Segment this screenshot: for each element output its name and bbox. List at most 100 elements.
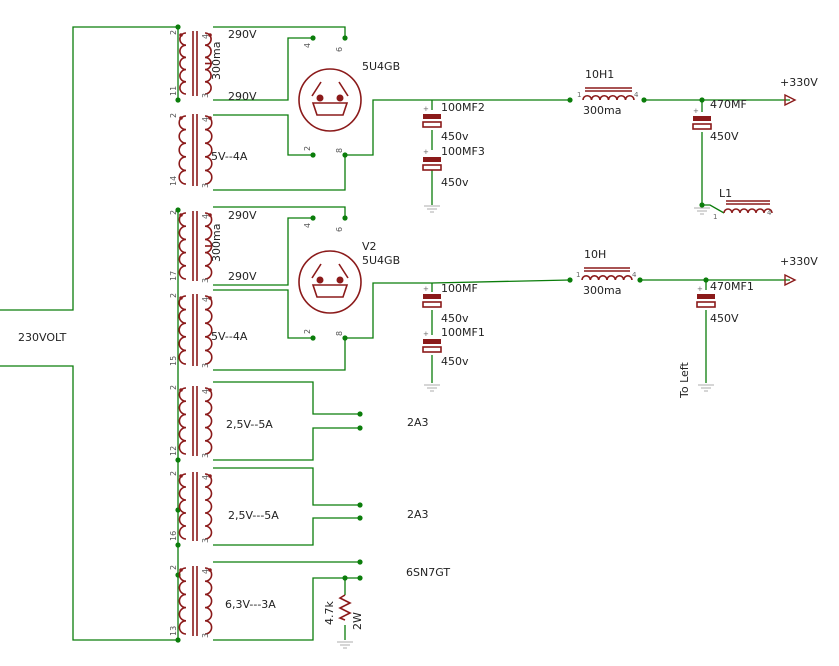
capacitor-value-label: 450v <box>441 130 469 143</box>
junction-dot <box>310 152 316 158</box>
rectifier-tube-2 <box>298 250 362 314</box>
tube-pin-number: 2 <box>303 329 312 334</box>
junction-dot <box>175 637 181 643</box>
wire <box>213 381 360 415</box>
pin-number: 4 <box>201 389 210 394</box>
pin-number: 2 <box>169 565 178 570</box>
wire <box>702 204 725 214</box>
capacitor-name-label: 100MF2 <box>441 101 485 114</box>
capacitor-470mf1: + <box>696 285 716 308</box>
junction-dot <box>342 215 348 221</box>
ground-symbol <box>694 207 710 215</box>
tube-plate <box>311 81 322 97</box>
pin-number: 2 <box>169 385 178 390</box>
transformer-2 <box>178 211 213 281</box>
tube-plate <box>338 81 349 97</box>
capacitor-100mf1: + <box>422 330 442 353</box>
tube-cathode <box>311 102 349 116</box>
tube-cathode <box>311 284 349 298</box>
to-left-label: To Left <box>678 362 691 399</box>
pin-number: 4 <box>201 214 210 219</box>
secondary-voltage-label: 290V <box>228 28 257 41</box>
resistor-value-label: 4.7k <box>323 601 336 625</box>
primary-winding <box>178 115 187 185</box>
polarity-mark: + <box>697 285 703 293</box>
mains-wire-top <box>0 26 178 311</box>
capacitor-plate <box>423 157 441 162</box>
phase-dot <box>179 388 183 392</box>
wire <box>213 427 360 461</box>
secondary-voltage-label: 290V <box>228 270 257 283</box>
polarity-mark: + <box>423 148 429 156</box>
pin-number: 2 <box>169 471 178 476</box>
wire <box>345 99 432 156</box>
choke-pin: 4 <box>767 209 772 217</box>
heater-tube-label: 2A3 <box>407 508 429 521</box>
capacitor-value-label: 450v <box>441 312 469 325</box>
primary-winding <box>178 212 187 280</box>
output-voltage-label: +330V <box>780 255 818 268</box>
wire <box>213 517 360 546</box>
transformer-0 <box>179 31 212 96</box>
capacitor-470mf: + <box>692 107 712 130</box>
choke-10h <box>581 267 633 281</box>
junction-dot <box>357 502 363 508</box>
secondary-voltage-label: 5V--4A <box>211 330 248 343</box>
pin-number: 2 <box>169 293 178 298</box>
pin-number: 14 <box>169 176 178 186</box>
capacitor-value-label: 450V <box>710 130 739 143</box>
junction-dot <box>357 515 363 521</box>
phase-dot <box>179 33 183 37</box>
pin-number: 3 <box>201 278 210 283</box>
junction-dot <box>175 24 181 30</box>
output-arrow-a <box>784 93 797 107</box>
junction-dot <box>342 152 348 158</box>
phase-dot <box>179 213 183 217</box>
wire <box>213 467 360 506</box>
primary-winding <box>178 387 187 455</box>
mains-wire-bottom <box>0 365 178 641</box>
junction-dot <box>357 559 363 565</box>
tube-element <box>316 94 324 102</box>
secondary-winding <box>204 115 213 185</box>
capacitor-value-label: 450V <box>710 312 739 325</box>
primary-winding <box>178 567 187 635</box>
primary-winding <box>178 295 187 365</box>
secondary-voltage-label: 2,5V--5A <box>226 418 273 431</box>
tube-ref-label: V2 <box>362 240 377 253</box>
phase-dot <box>179 116 183 120</box>
wire <box>431 279 571 284</box>
tube-element <box>336 94 344 102</box>
tube-pin-number: 6 <box>335 227 344 232</box>
pin-number: 3 <box>201 183 210 188</box>
resistor-4-7k <box>338 594 352 621</box>
labels: 21143214432174321543212432164321343230VO… <box>18 28 818 638</box>
pin-number: 2 <box>169 113 178 118</box>
phase-dot <box>208 116 212 120</box>
junction-dot <box>342 35 348 41</box>
capacitor-name-label: 470MF1 <box>710 280 754 293</box>
wire <box>213 155 346 191</box>
phase-dot <box>208 568 212 572</box>
choke-pin: 4 <box>632 271 637 279</box>
capacitor-value-label: 450v <box>441 176 469 189</box>
pin-number: 4 <box>201 569 210 574</box>
ground-symbol <box>698 384 714 392</box>
tube-pin-number: 6 <box>335 47 344 52</box>
pin-number: 16 <box>169 531 178 541</box>
tube-plate <box>338 263 349 279</box>
capacitor-plate <box>692 123 712 130</box>
capacitor-name-label: 100MF3 <box>441 145 485 158</box>
transformer-1 <box>178 114 213 186</box>
transformer-3 <box>178 294 213 366</box>
polarity-mark: + <box>423 105 429 113</box>
capacitor-plate <box>422 301 442 308</box>
pin-number: 3 <box>201 363 210 368</box>
pin-number: 4 <box>201 34 210 39</box>
junction-dot <box>310 335 316 341</box>
secondary-winding <box>204 387 213 455</box>
tube-element <box>316 276 324 284</box>
transformer-5 <box>178 472 213 541</box>
junction-dot <box>567 277 573 283</box>
choke-pin: 1 <box>713 213 717 221</box>
